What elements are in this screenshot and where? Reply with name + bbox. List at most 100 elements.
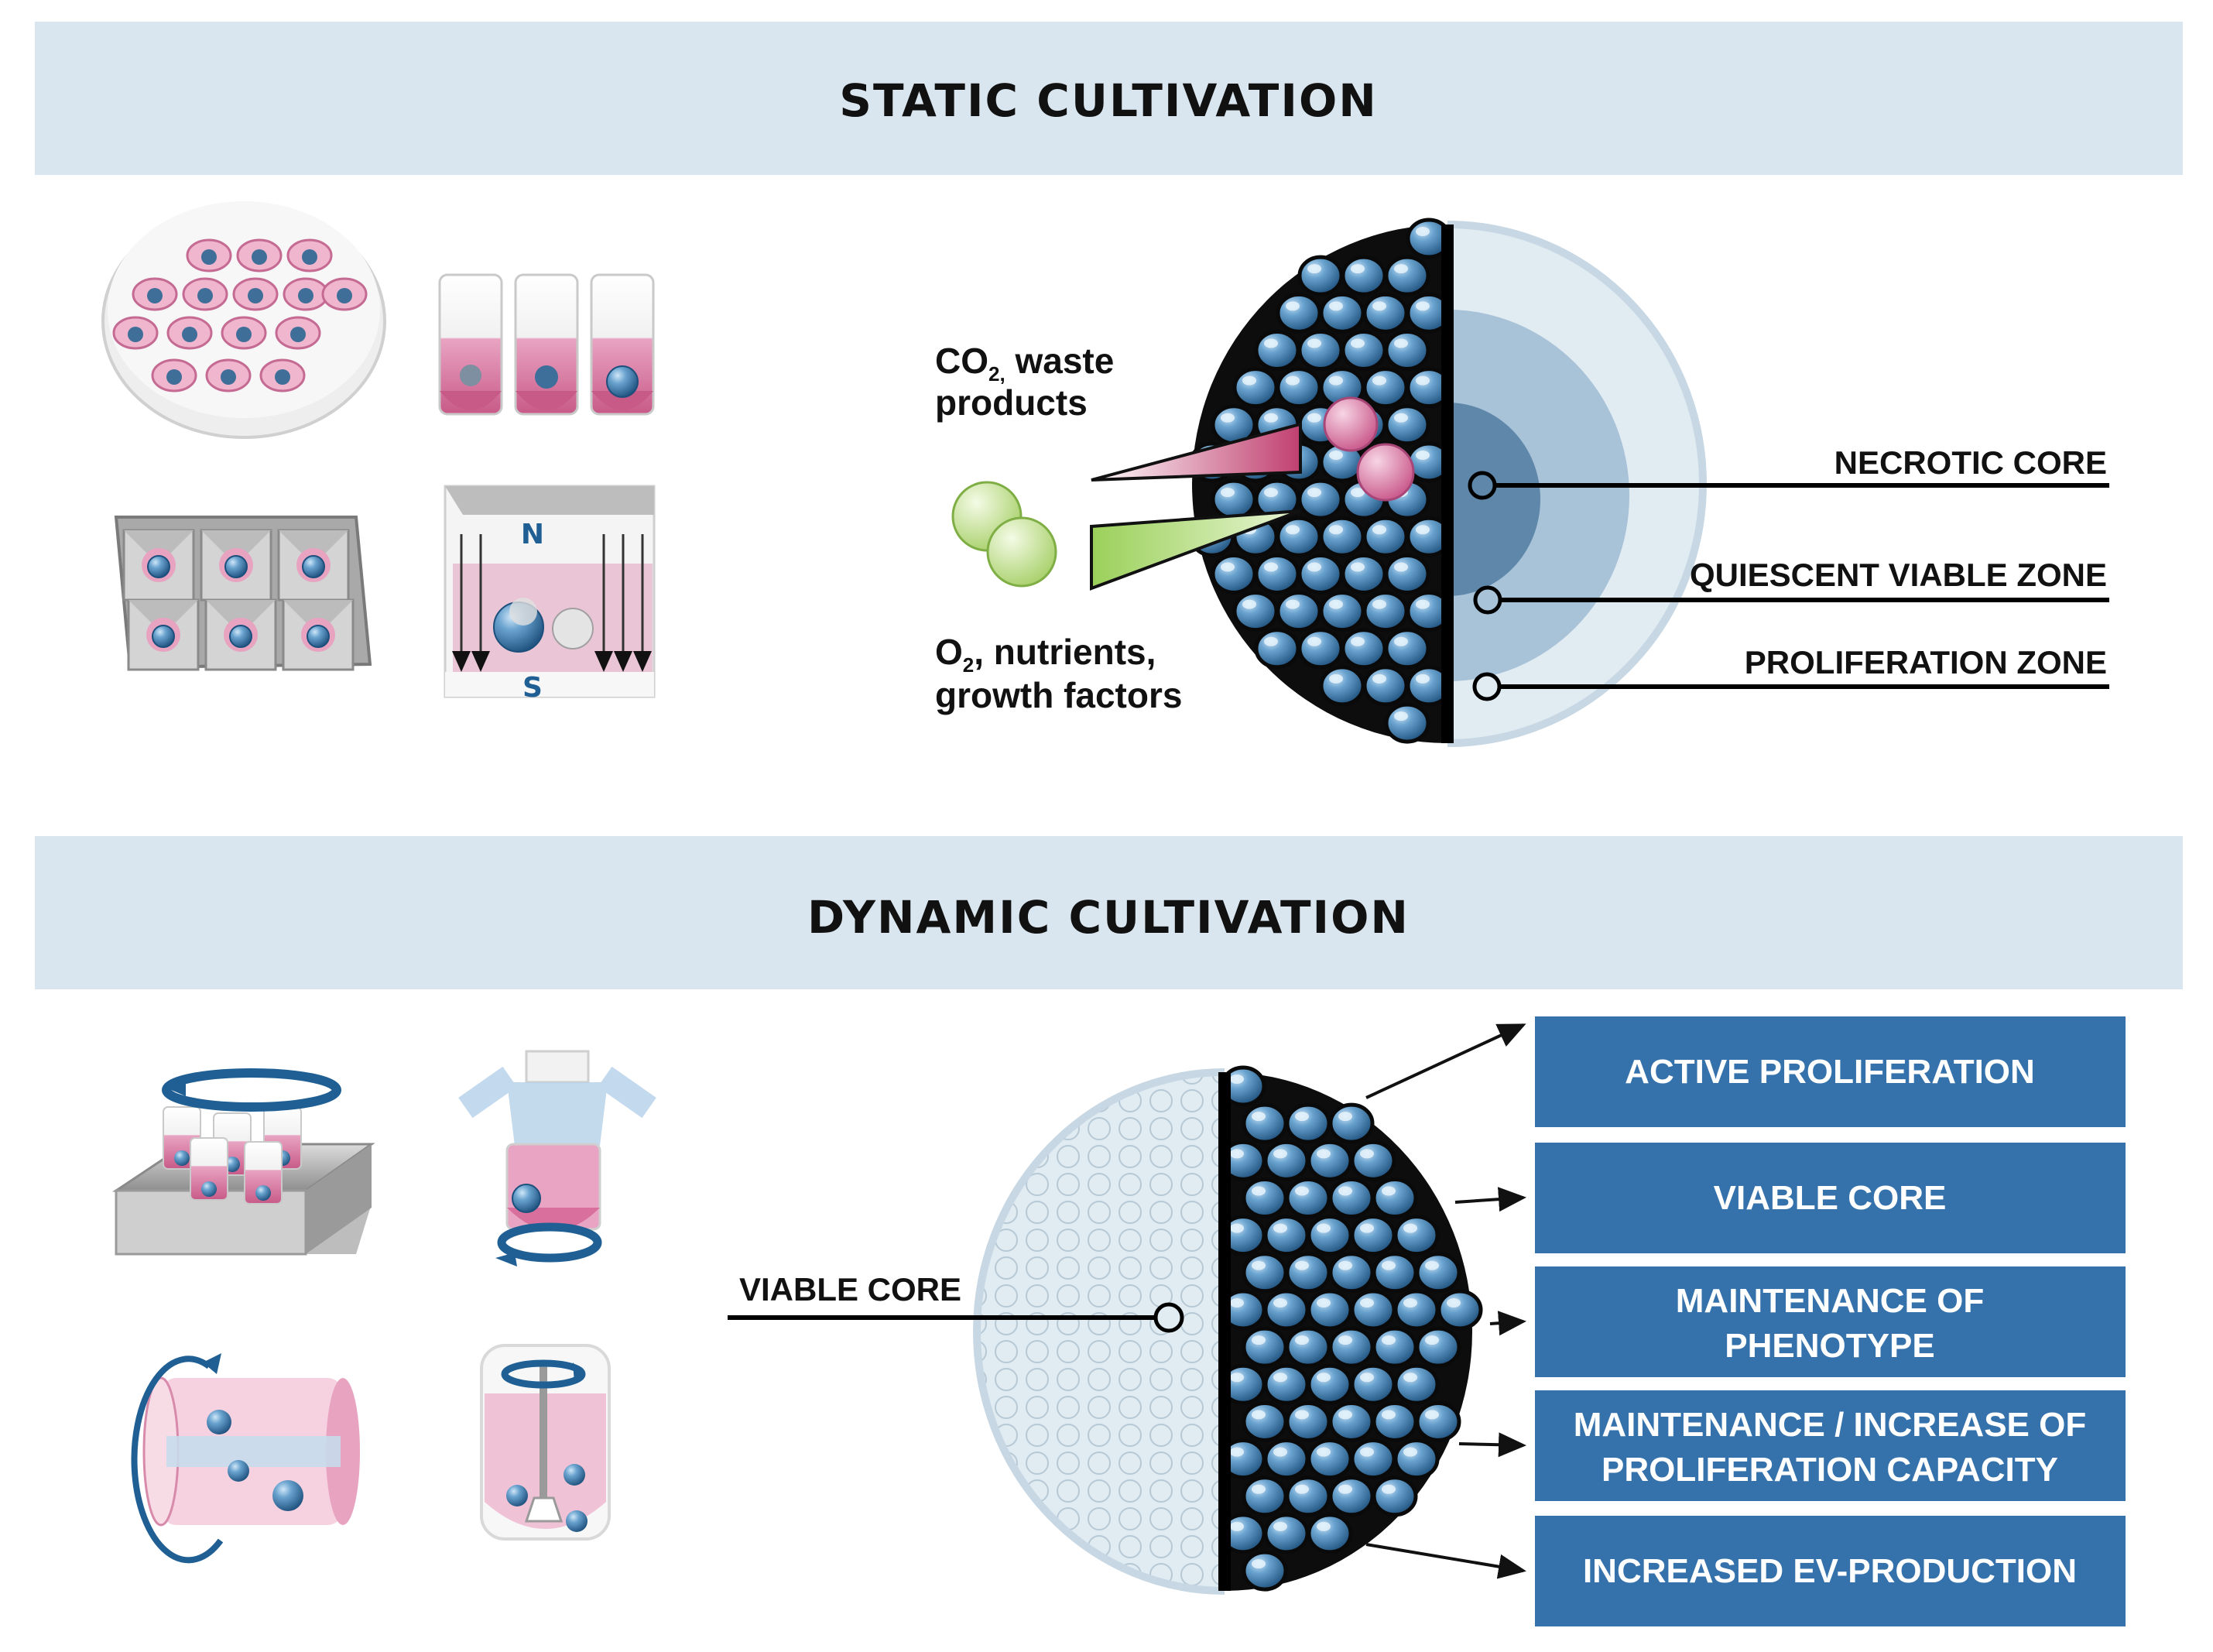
spheroid-cell — [1263, 1215, 1310, 1256]
spheroid-cell — [1328, 1475, 1375, 1517]
spheroid-cell — [1350, 1140, 1396, 1181]
benefit-box: MAINTENANCE OF PHENOTYPE — [1533, 1265, 2127, 1379]
benefit-box: INCREASED EV-PRODUCTION — [1533, 1514, 2127, 1628]
orbital-shaker-icon — [112, 1068, 375, 1256]
spheroid-cell — [1285, 1326, 1331, 1368]
spheroid-cell — [1372, 1177, 1418, 1218]
spheroid-cell — [1362, 665, 1409, 707]
spheroid-cell — [1319, 591, 1365, 632]
adherent-cell — [321, 277, 368, 311]
spheroid-cell — [1350, 1438, 1396, 1480]
spheroid-cell — [1285, 1475, 1331, 1517]
spheroid-cell — [1276, 292, 1322, 334]
adherent-cell — [182, 277, 228, 311]
magnetic-levitation-icon: N S — [444, 485, 656, 704]
adherent-cell — [221, 316, 267, 350]
spheroid-cell — [1319, 292, 1365, 334]
spheroid-cell — [1242, 1550, 1288, 1592]
spheroid-cell — [1232, 367, 1279, 409]
spheroid-cell — [1307, 1513, 1353, 1554]
benefit-arrows — [1365, 1023, 1526, 1579]
spheroid-cell — [1393, 1438, 1440, 1480]
benefit-arrow — [1458, 1432, 1526, 1458]
spheroid-cell — [1307, 1363, 1353, 1405]
benefit-line-1: MAINTENANCE OF — [1676, 1282, 1984, 1320]
spheroid-cell — [1254, 628, 1300, 670]
spheroid-cell — [1297, 553, 1344, 595]
adherent-cell — [275, 316, 321, 350]
oxygen-label: O2, nutrients, growth factors — [935, 632, 1182, 715]
microwell — [200, 529, 272, 602]
adherent-cell — [205, 358, 252, 392]
spheroid-cell — [1307, 1438, 1353, 1480]
oxygen-molecule — [986, 516, 1057, 588]
spheroid-cell — [1307, 1140, 1353, 1181]
spheroid-cell — [1263, 1140, 1310, 1181]
spheroid-cell — [1415, 1326, 1461, 1368]
adherent-cell — [132, 277, 178, 311]
spheroid-cell — [1285, 1102, 1331, 1144]
spheroid-cell — [1242, 1252, 1288, 1294]
spheroid-cell — [1350, 1363, 1396, 1405]
viable-core-label: VIABLE CORE — [739, 1271, 961, 1308]
spheroid-cell — [1276, 367, 1322, 409]
static-title: STATIC CULTIVATION — [839, 74, 1378, 127]
magnet-south-label: S — [522, 672, 543, 704]
benefit-line-1: VIABLE CORE — [1714, 1179, 1947, 1217]
waste-outflow-cone — [1091, 422, 1302, 482]
benefit-arrow — [1365, 1543, 1526, 1579]
adherent-cell — [232, 277, 279, 311]
benefit-arrow — [1454, 1187, 1526, 1212]
adherent-cell — [286, 238, 333, 272]
spheroid-cell — [1285, 1177, 1331, 1218]
spheroid-cell — [1341, 255, 1387, 296]
spheroid-cell — [1319, 516, 1365, 557]
benefit-list: ACTIVE PROLIFERATION VIABLE CORE MAINTENAN… — [1533, 1015, 2127, 1628]
microwell — [277, 529, 350, 602]
zone-label: PROLIFERATION ZONE — [1745, 644, 2107, 680]
microwell — [282, 598, 355, 671]
spheroid-cell — [1328, 1177, 1375, 1218]
benefit-line-2: PHENOTYPE — [1725, 1327, 1934, 1365]
spheroid-cell — [1372, 1326, 1418, 1368]
benefit-line-1: MAINTENANCE / INCREASE OF — [1574, 1406, 2086, 1444]
spheroid-cell — [1297, 255, 1344, 296]
spheroid-cell — [1285, 1252, 1331, 1294]
adherent-cell — [186, 238, 232, 272]
spheroid-cell — [1415, 1400, 1461, 1442]
spheroid-cell — [1350, 1289, 1396, 1331]
adherent-cell — [112, 316, 159, 350]
spheroid-cell — [1384, 404, 1430, 446]
spheroid-cell — [1242, 1475, 1288, 1517]
spheroid-cell — [1328, 1400, 1375, 1442]
benefit-line-1: ACTIVE PROLIFERATION — [1625, 1053, 2035, 1091]
spheroid-cell — [1341, 553, 1387, 595]
dynamic-title: DYNAMIC CULTIVATION — [807, 891, 1410, 944]
hanging-drop-tubes-icon — [438, 273, 655, 416]
zone-label: NECROTIC CORE — [1834, 444, 2107, 481]
benefit-line-1: INCREASED EV-PRODUCTION — [1583, 1552, 2077, 1590]
spheroid-cell — [1350, 1215, 1396, 1256]
shaker-tube — [190, 1137, 228, 1201]
viable-core-callout: VIABLE CORE — [728, 1271, 1184, 1333]
spheroid-cell — [1384, 329, 1430, 371]
spheroid-cell — [1297, 478, 1344, 520]
spheroid-cell — [1242, 1102, 1288, 1144]
dynamic-spheroid-cells — [1218, 1065, 1483, 1592]
spheroid-cell — [1362, 367, 1409, 409]
spheroid-cell — [1263, 1363, 1310, 1405]
spheroid-cell — [1276, 516, 1322, 557]
microwell — [127, 598, 200, 671]
benefit-line-2: PROLIFERATION CAPACITY — [1602, 1451, 2058, 1489]
adherent-cell — [259, 358, 306, 392]
adherent-cell — [283, 277, 329, 311]
spheroid-cell — [1263, 1513, 1310, 1554]
spheroid-cell — [1242, 1326, 1288, 1368]
waste-molecule — [1356, 443, 1415, 502]
spinner-flask-icon — [458, 1050, 656, 1266]
benefit-box: ACTIVE PROLIFERATION — [1533, 1015, 2127, 1129]
spheroid-cell — [1263, 1289, 1310, 1331]
spheroid-cell — [1328, 1102, 1375, 1144]
spheroid-cell — [1384, 702, 1430, 744]
spheroid-cell — [1285, 1400, 1331, 1442]
